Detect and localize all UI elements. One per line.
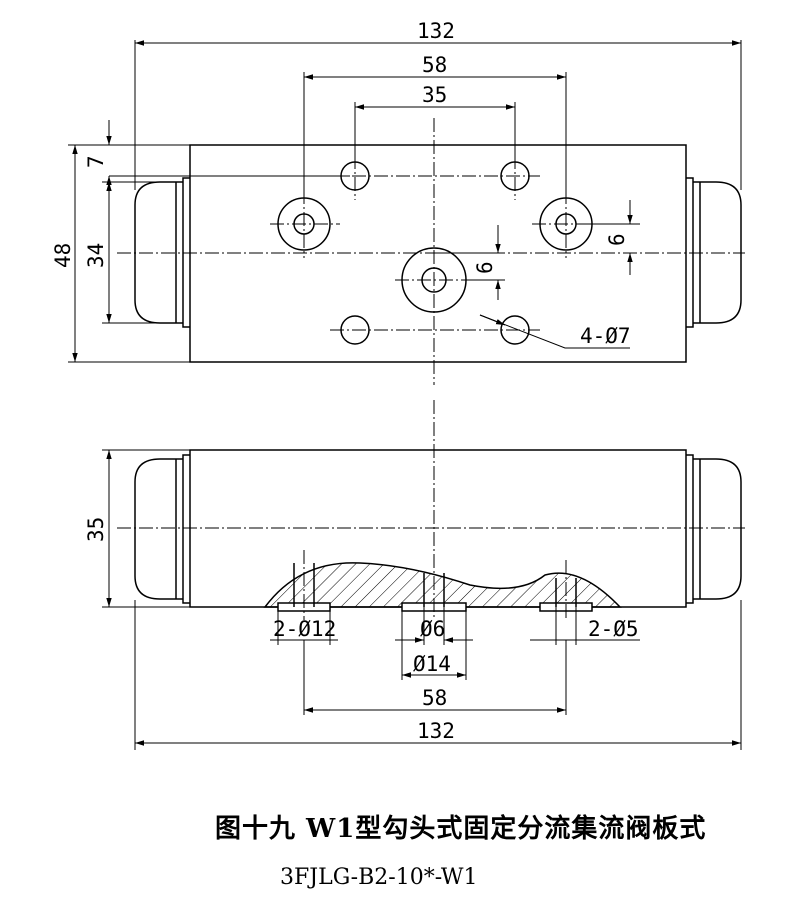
right-port-callout: 2-Ø5 [588,617,639,641]
dim-inner-spacing-top: 35 [422,83,447,107]
dim-center-offset: 6 [473,261,497,274]
figure-title: 图十九 W1型勾头式固定分流集流阀板式 [215,814,707,844]
model-number: 3FJLG-B2-10*-W1 [280,865,478,890]
dim-overall-width-top: 132 [417,19,455,43]
front-view-left-cap [134,454,190,604]
front-view-dimensions [102,449,742,750]
dim-top-offset: 7 [84,155,108,168]
top-view-dimensions [68,40,742,363]
front-view-centerlines [117,400,745,620]
dim-right-offset: 6 [605,233,629,246]
section-cutaway [263,562,622,608]
dim-port-spacing-front: 58 [422,686,447,710]
side-port-callout: 2-Ø12 [273,617,336,641]
dim-front-height: 35 [84,517,108,542]
top-view-centerlines [117,118,745,385]
center-port-outer-callout: Ø14 [413,652,451,676]
dim-inner-height: 34 [84,243,108,268]
dim-overall-width-front: 132 [417,719,455,743]
front-view [134,449,742,612]
center-port-inner-callout: Ø6 [420,617,445,641]
dim-port-spacing-top: 58 [422,53,447,77]
hole-callout: 4-Ø7 [580,324,631,348]
front-view-right-cap [686,454,742,604]
dim-overall-height: 48 [51,243,75,268]
